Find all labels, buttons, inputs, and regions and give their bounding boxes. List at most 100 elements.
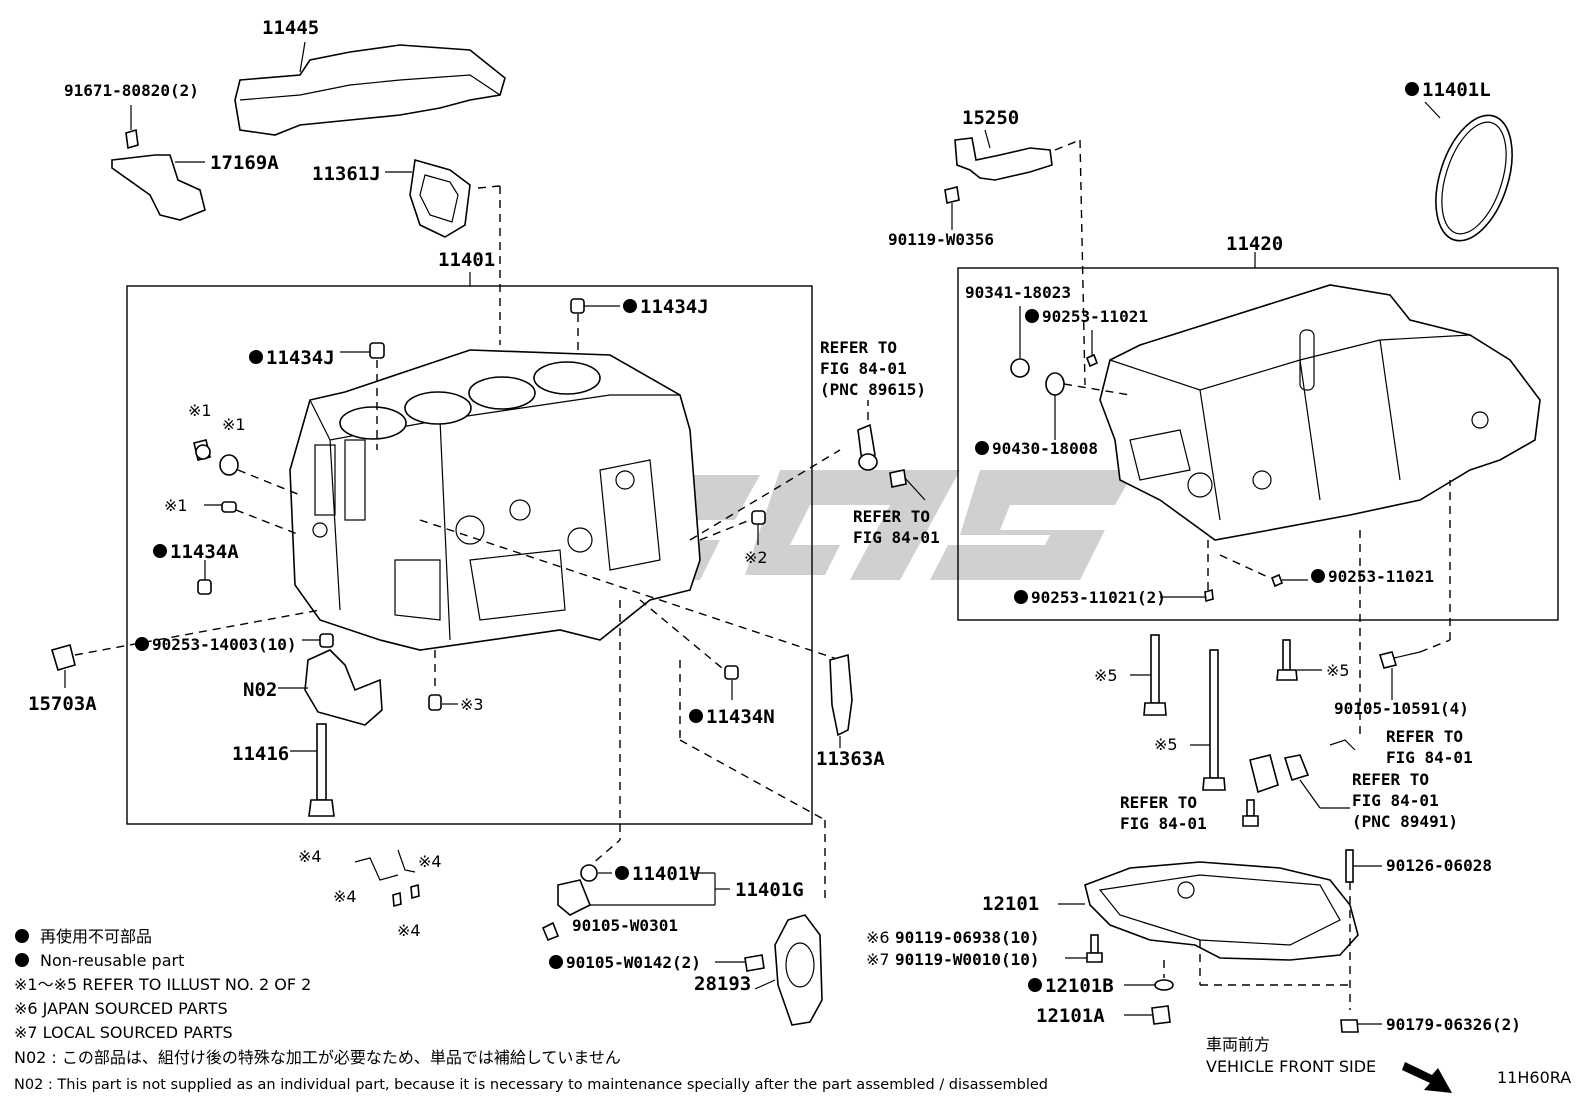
callout-90179-06326: 90179-06326(2) bbox=[1386, 1015, 1521, 1034]
plug-12101a bbox=[1124, 940, 1350, 1025]
callout-90105-w0142: 90105-W0142(2) bbox=[566, 953, 701, 972]
clip-m4 bbox=[354, 849, 420, 908]
callout-90119-w0010: 90119-W0010(10) bbox=[895, 950, 1040, 969]
callout-90119-06938: 90119-06938(10) bbox=[895, 928, 1040, 947]
callout-n02: N02 bbox=[243, 679, 277, 701]
mark-3: ※3 bbox=[460, 695, 484, 714]
callout-90253-11021-2: 90253-11021(2) bbox=[1031, 588, 1166, 607]
refer-4-line3: (PNC 89491) bbox=[1352, 812, 1458, 831]
callout-11401: 11401 bbox=[438, 249, 495, 271]
gasket-90430-18008 bbox=[1045, 372, 1131, 440]
bolt-90105-w0142 bbox=[715, 954, 765, 972]
legend-note-7: ※7 LOCAL SOURCED PARTS bbox=[14, 1023, 233, 1042]
dowel-pin-11434n bbox=[639, 599, 739, 700]
mark-2: ※2 bbox=[744, 548, 768, 567]
oil-jet-11401g bbox=[541, 864, 730, 942]
direction-en: VEHICLE FRONT SIDE bbox=[1206, 1057, 1376, 1076]
callout-90119-w0356: 90119-W0356 bbox=[888, 230, 994, 249]
refer-labels: REFER TO FIG 84-01 (PNC 89615) REFER TO … bbox=[820, 338, 1473, 833]
callout-11434j-left: 11434J bbox=[266, 347, 335, 369]
callout-11401g: 11401G bbox=[735, 879, 804, 901]
refer-1-line2: FIG 84-01 bbox=[820, 359, 907, 378]
non-reusable-marker-icon bbox=[549, 955, 563, 969]
non-reusable-marker-icon bbox=[1028, 978, 1042, 992]
direction-jp: 車両前方 bbox=[1206, 1035, 1270, 1054]
refer-5-line1: REFER TO bbox=[1120, 793, 1197, 812]
mark-5c: ※5 bbox=[1326, 661, 1350, 680]
non-reusable-marker-icon bbox=[15, 953, 29, 967]
non-reusable-marker-icon bbox=[615, 866, 629, 880]
pin-m2 bbox=[699, 510, 766, 545]
non-reusable-marker-icon bbox=[153, 544, 167, 558]
callout-12101b: 12101B bbox=[1045, 975, 1114, 997]
callout-90341-18023: 90341-18023 bbox=[965, 283, 1071, 302]
non-reusable-marker-icon bbox=[1014, 590, 1028, 604]
callout-90105-w0301: 90105-W0301 bbox=[572, 916, 678, 935]
callout-90430-18008: 90430-18008 bbox=[992, 439, 1098, 458]
non-reusable-marker-icon bbox=[689, 709, 703, 723]
mark-7: ※7 bbox=[866, 950, 890, 969]
refer-2-line2: FIG 84-01 bbox=[853, 528, 940, 547]
callout-11434a: 11434A bbox=[170, 541, 239, 563]
legend-note-1-5: ※1～※5 REFER TO ILLUST NO. 2 OF 2 bbox=[14, 975, 311, 994]
gasket-28193 bbox=[754, 914, 823, 1026]
callout-15703a: 15703A bbox=[28, 693, 97, 715]
callout-12101a: 12101A bbox=[1036, 1005, 1105, 1027]
plug-90253-11021-a bbox=[1085, 330, 1099, 368]
callout-28193: 28193 bbox=[694, 973, 751, 995]
callout-17169a: 17169A bbox=[210, 152, 279, 174]
non-reusable-marker-icon bbox=[1311, 569, 1325, 583]
callout-11420: 11420 bbox=[1226, 233, 1283, 255]
refer-4-line2: FIG 84-01 bbox=[1352, 791, 1439, 810]
refer-3-line1: REFER TO bbox=[1386, 727, 1463, 746]
sensor-pnc-89491 bbox=[1249, 739, 1356, 809]
callout-11401v: 11401V bbox=[632, 863, 701, 885]
callout-12101: 12101 bbox=[982, 893, 1039, 915]
diagram-code: 11H60RA bbox=[1497, 1068, 1571, 1087]
stiffening-crankcase-group-frame bbox=[957, 267, 1559, 621]
callout-90253-14003: 90253-14003(10) bbox=[152, 635, 297, 654]
plug-90253-11021-b bbox=[1219, 554, 1308, 588]
refer-1-line3: (PNC 89615) bbox=[820, 380, 926, 399]
legend: 再使用不可部品 Non-reusable part ※1～※5 REFER TO… bbox=[14, 927, 1048, 1093]
bolt-90119-06938 bbox=[1065, 934, 1103, 963]
callout-90253-11021-a: 90253-11021 bbox=[1042, 307, 1148, 326]
stud-90126-06028 bbox=[1345, 849, 1382, 1010]
bolt-m5-b bbox=[1190, 649, 1226, 791]
mark-4b: ※4 bbox=[418, 852, 442, 871]
legend-jp-nonreusable: 再使用不可部品 bbox=[40, 927, 152, 946]
mark-1b: ※1 bbox=[222, 415, 246, 434]
pin-m3 bbox=[428, 650, 458, 711]
mark-1a: ※1 bbox=[188, 401, 212, 420]
callout-15250: 15250 bbox=[962, 107, 1019, 129]
refer-2-line1: REFER TO bbox=[853, 507, 930, 526]
non-reusable-marker-icon bbox=[15, 929, 29, 943]
callout-11363a: 11363A bbox=[816, 748, 885, 770]
bolt-m5-c bbox=[1276, 639, 1322, 681]
reference-marks: ※1 ※1 ※1 ※2 ※3 ※4 ※4 ※4 ※4 ※5 ※5 ※5 ※6 ※… bbox=[164, 401, 1350, 969]
non-reusable-marker-icon bbox=[249, 350, 263, 364]
dowel-pin-11434j-left bbox=[340, 342, 385, 359]
non-reusable-marker-icon bbox=[1025, 309, 1039, 323]
gasket-11361j bbox=[385, 158, 471, 238]
front-direction-arrow-icon bbox=[1402, 1062, 1452, 1093]
callouts: 11445 91671-80820(2) 17169A 11361J 11401… bbox=[28, 17, 1521, 1034]
oil-seal-11401l bbox=[1424, 101, 1513, 242]
gasket-12101b bbox=[1124, 960, 1174, 991]
bolt-90105-10591 bbox=[1359, 480, 1451, 740]
legend-en-nonreusable: Non-reusable part bbox=[40, 951, 184, 970]
nut-90179-06326 bbox=[1340, 1019, 1382, 1033]
bearing-cap-n02 bbox=[278, 649, 383, 726]
oil-control-valve-15250 bbox=[944, 129, 1086, 386]
plug-90341-18023 bbox=[1010, 306, 1030, 378]
bolt-m5-a bbox=[1130, 634, 1167, 716]
non-reusable-marker-icon bbox=[135, 637, 149, 651]
callout-90105-10591: 90105-10591(4) bbox=[1334, 699, 1469, 718]
callout-90126-06028: 90126-06028 bbox=[1386, 856, 1492, 875]
non-reusable-marker-icon bbox=[1405, 82, 1419, 96]
callout-11434j-top: 11434J bbox=[640, 296, 709, 318]
oil-pan-12101 bbox=[1058, 861, 1359, 961]
legend-note-6: ※6 JAPAN SOURCED PARTS bbox=[14, 999, 228, 1018]
sensor-pnc-89615 bbox=[857, 423, 876, 464]
